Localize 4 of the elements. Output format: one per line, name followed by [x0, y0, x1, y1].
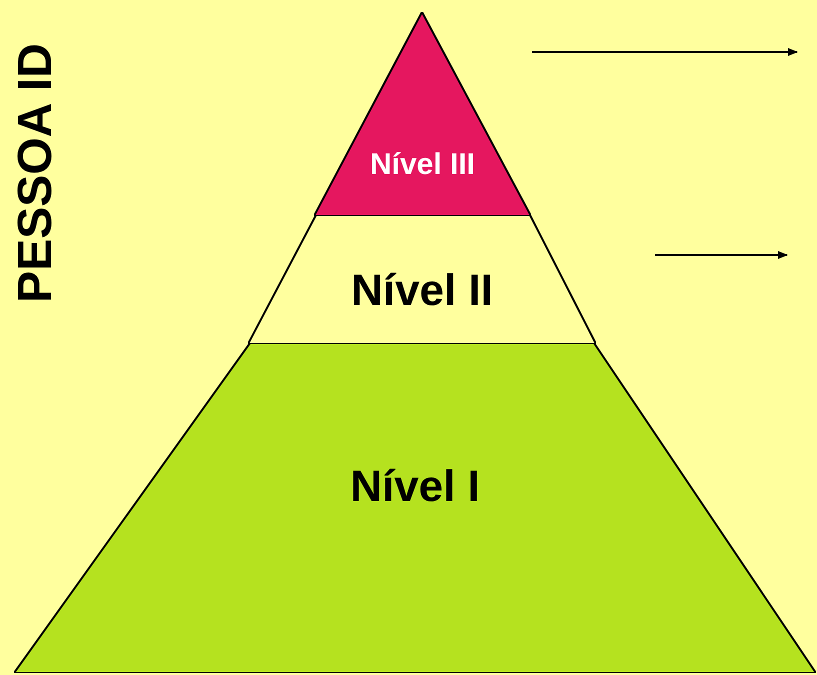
level-label: Nível III — [370, 150, 476, 180]
level-label: Nível II — [351, 269, 493, 313]
vertical-heading: PESSOA ID — [12, 42, 60, 302]
level-label: Nível I — [350, 465, 480, 509]
